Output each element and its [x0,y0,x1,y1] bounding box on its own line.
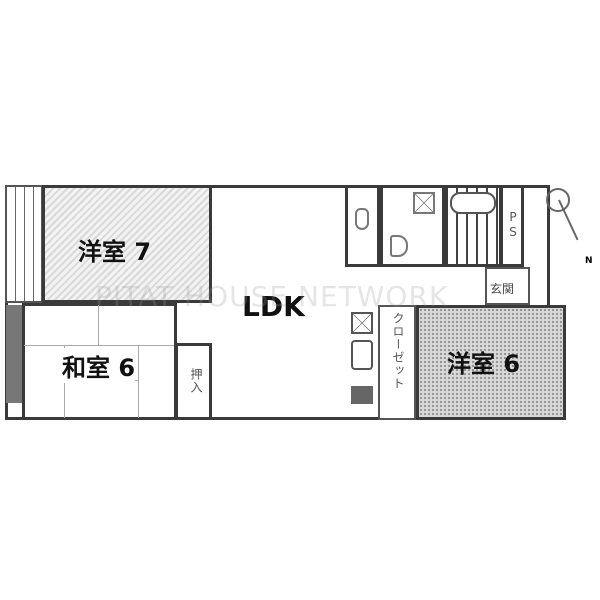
entrance [485,267,530,305]
oshiire-label: 押入 [189,368,203,394]
oshiire [175,343,212,420]
closet-label: クローゼット [391,312,405,390]
western-room-6-label: 洋室 6 [447,350,521,378]
compass-icon [546,188,570,212]
tatami-line [24,345,174,346]
closet [378,305,416,420]
sink-icon [390,235,408,257]
watermark: PITAT HOUSE NETWORK [95,280,449,313]
washer-icon [413,192,435,214]
bathtub-icon [450,192,496,214]
ps-label: PS [506,210,520,240]
stove [351,386,373,404]
toilet-icon [355,208,369,230]
pipe-space [500,185,524,267]
window-strip [6,305,22,403]
western-room-7 [42,185,212,303]
fridge [351,312,373,334]
western-room-7-label: 洋室 7 [78,238,152,266]
compass-n-label: N [585,256,593,266]
tatami-line [138,346,139,418]
kitchen-sink [351,340,373,370]
western-room-6 [416,305,566,420]
tatami-line [98,305,99,345]
entrance-label: 玄関 [490,282,515,296]
balcony [5,185,43,303]
ldk-label: LDK [242,290,305,323]
japanese-room-6-label: 和室 6 [62,348,136,383]
